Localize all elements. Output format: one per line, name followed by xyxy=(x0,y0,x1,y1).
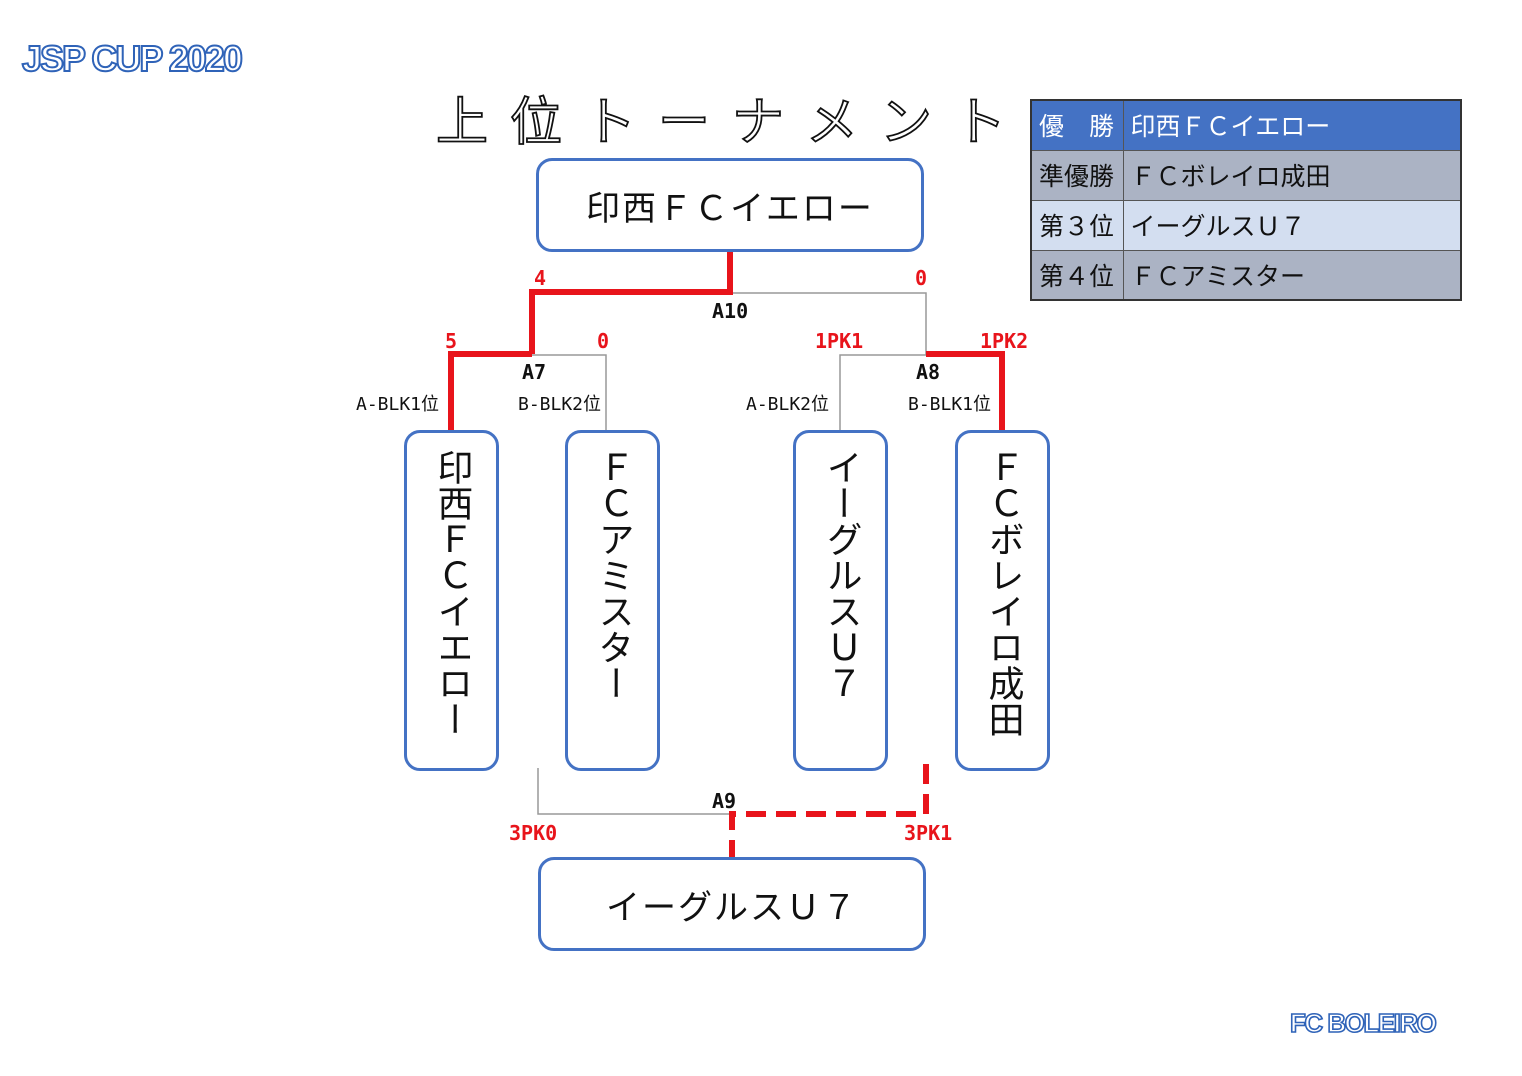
table-row: 第４位 ＦＣアミスター xyxy=(1030,249,1462,301)
line-amister-a7 xyxy=(532,354,607,430)
team-box: ＦＣボレイロ成田 xyxy=(955,430,1050,771)
seed-label: A-BLK1位 xyxy=(356,394,439,415)
match-label-a7: A7 xyxy=(522,360,546,384)
rank-cell: 優 勝 xyxy=(1030,99,1124,151)
team-box: イーグルスＵ７ xyxy=(793,430,888,771)
score-a8-left: 1PK1 xyxy=(815,329,863,353)
score-a8-right: 1PK2 xyxy=(980,329,1028,353)
line-a7-a10 xyxy=(529,250,733,354)
table-row: 準優勝 ＦＣボレイロ成田 xyxy=(1030,149,1462,201)
line-a9-left xyxy=(537,768,732,815)
rank-cell: 第３位 xyxy=(1030,199,1124,251)
table-row: 第３位 イーグルスＵ７ xyxy=(1030,199,1462,251)
score-a9-left: 3PK0 xyxy=(509,821,557,845)
line-inzai-a7 xyxy=(448,351,532,430)
score-a10-left: 4 xyxy=(534,266,546,290)
line-eagles-a8 xyxy=(839,354,926,430)
line-a9-winner xyxy=(729,764,929,858)
team-box: 印西ＦＣイエロー xyxy=(404,430,499,771)
page-title: 上位トーナメント xyxy=(435,92,1029,154)
match-label-a8: A8 xyxy=(916,360,940,384)
match-label-a9: A9 xyxy=(712,789,736,813)
seed-label: A-BLK2位 xyxy=(746,394,829,415)
cup-title: JSP CUP 2020 xyxy=(21,37,244,80)
rank-cell: 第４位 xyxy=(1030,249,1124,301)
score-a7-left: 5 xyxy=(445,329,457,353)
line-a8-a10 xyxy=(730,292,927,355)
table-row: 優 勝 印西ＦＣイエロー xyxy=(1030,99,1462,151)
match-label-a10: A10 xyxy=(712,299,748,323)
team-cell: 印西ＦＣイエロー xyxy=(1122,99,1462,151)
team-box: ＦＣアミスター xyxy=(565,430,660,771)
seed-label: B-BLK2位 xyxy=(518,394,601,415)
results-table: 優 勝 印西ＦＣイエロー 準優勝 ＦＣボレイロ成田 第３位 イーグルスＵ７ 第４… xyxy=(1030,99,1462,301)
score-a9-right: 3PK1 xyxy=(904,821,952,845)
line-boleiro-a8 xyxy=(926,351,1005,430)
team-cell: ＦＣボレイロ成田 xyxy=(1122,149,1462,201)
score-a10-right: 0 xyxy=(915,266,927,290)
team-cell: ＦＣアミスター xyxy=(1122,249,1462,301)
seed-label: B-BLK1位 xyxy=(908,394,991,415)
champion-box: 印西ＦＣイエロー xyxy=(536,158,924,252)
club-logo: FC BOLEIRO xyxy=(1289,1007,1437,1039)
third-place-box: イーグルスＵ７ xyxy=(538,857,926,951)
score-a7-right: 0 xyxy=(597,329,609,353)
team-cell: イーグルスＵ７ xyxy=(1122,199,1462,251)
rank-cell: 準優勝 xyxy=(1030,149,1124,201)
